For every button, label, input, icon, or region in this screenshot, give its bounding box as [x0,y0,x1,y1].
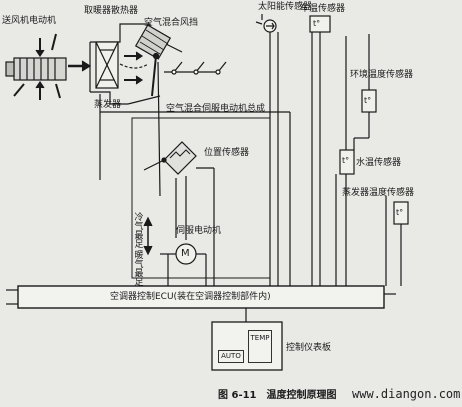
sun-sensor-icon [255,14,279,286]
sun-sensor-label: 太阳能传感器 [258,2,313,12]
evaporator-temp-sensor-label: 蒸发器温度传感器 [342,188,415,198]
heater-core-icon [134,24,172,60]
motor-symbol: M [181,248,190,259]
temp-button[interactable]: TEMP [248,330,272,363]
figure-title: 温度控制原理图 [266,390,337,401]
cabin-thermistor-symbol: t° [313,19,321,28]
position-sensor-icon [143,141,197,175]
figure-number: 图 6-11 [218,390,257,401]
cabin-temp-sensor-label: 车温传感器 [300,4,346,14]
ambient-thermistor-symbol: t° [364,96,372,105]
evaporator-thermistor-symbol: t° [396,208,404,217]
position-sensor-label: 位置传感器 [204,148,250,158]
watermark: www.diangon.com [352,387,461,401]
ambient-temp-sensor-label: 环境温度传感器 [350,70,414,80]
door-travel-arrow [143,216,153,256]
warmest-label: 暖气最足 [134,251,144,288]
coldest-label: 冷气最足 [134,213,144,250]
cabin-temp-sensor-icon [309,15,331,286]
ecu-label: 空调器控制ECU(装在空调器控制部件内) [110,292,271,302]
water-temp-sensor-icon [335,137,369,286]
servo-motor-label: 伺服电动机 [176,226,222,236]
air-mix-door-label: 空气混合风挡 [144,18,199,28]
water-thermistor-symbol: t° [342,156,350,165]
heater-core-label: 取暖器散热器 [84,6,139,16]
evaporator-temp-sensor-icon [385,196,409,286]
servo-assembly-label: 空气混合伺服电动机总成 [166,104,266,114]
blower-fan-motor-icon [5,33,92,100]
evaporator-icon [95,41,119,89]
servo-motor-icon [160,243,207,286]
auto-button[interactable]: AUTO [218,350,244,363]
figure-caption: 图 6-11 温度控制原理图 [218,386,347,401]
ecu-bar [6,285,396,309]
air-mix-door-icon [119,52,160,97]
outlet-dampers [164,61,227,75]
water-temp-sensor-label: 水温传感器 [356,158,402,168]
control-panel-label: 控制仪表板 [286,343,332,353]
evaporator-label: 蒸发器 [94,100,122,110]
fan-motor-label: 送风机电动机 [2,16,57,26]
